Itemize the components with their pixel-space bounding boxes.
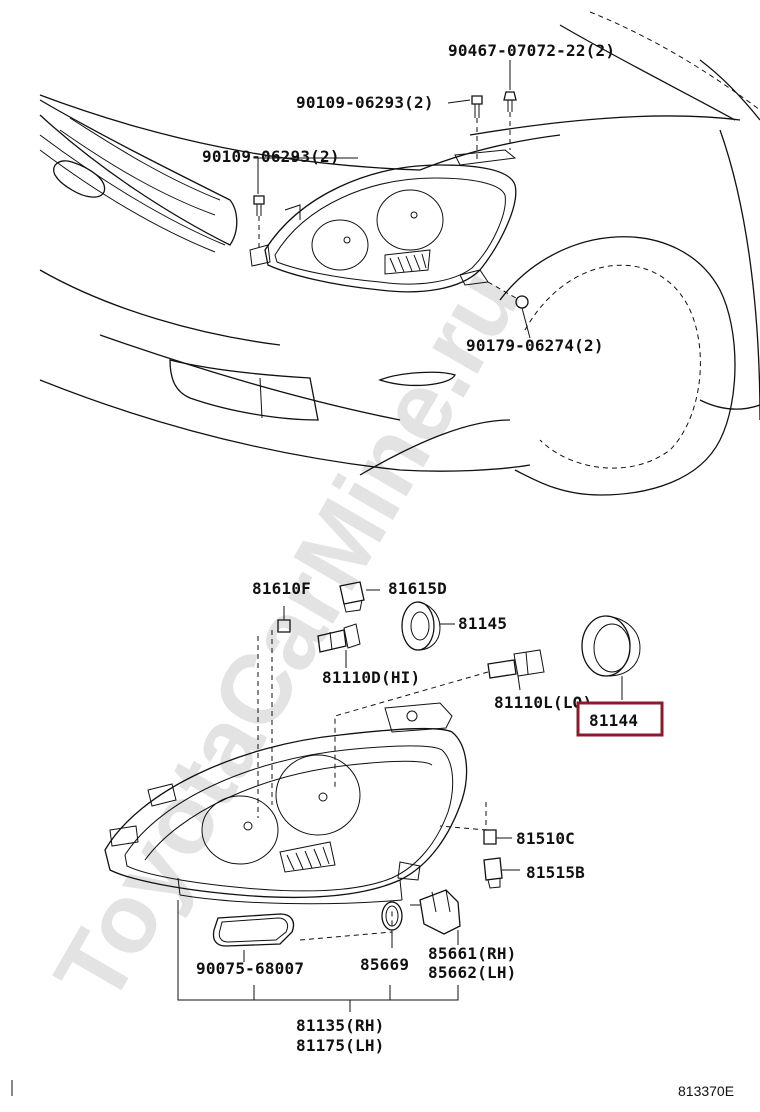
label-90179-06274: 90179-06274(2) [466, 336, 604, 355]
label-90467-07072-22: 90467-07072-22(2) [448, 41, 615, 60]
label-85661-rh: 85661(RH) [428, 944, 517, 963]
watermark: ToyotaCarMine.ru [33, 250, 541, 1020]
highlight-box-81144 [576, 701, 664, 737]
label-85662-lh: 85662(LH) [428, 963, 517, 982]
label-81110l-lo: 81110L(LO) [494, 693, 592, 712]
label-81510c: 81510C [516, 829, 575, 848]
label-81144[interactable]: 81144 [589, 711, 638, 730]
vehicle-front-illustration [39, 11, 760, 496]
headlamp-exploded-view [104, 581, 641, 1012]
label-81110d-hi: 81110D(HI) [322, 668, 420, 687]
label-81610f: 81610F [252, 579, 311, 598]
label-90109-06293-upper: 90109-06293(2) [296, 93, 434, 112]
label-85669: 85669 [360, 955, 409, 974]
label-81615d: 81615D [388, 579, 447, 598]
label-81175-lh: 81175(LH) [296, 1036, 385, 1055]
diagram-code: 813370E [678, 1083, 734, 1099]
label-90109-06293-lower: 90109-06293(2) [202, 147, 340, 166]
label-81135-rh: 81135(RH) [296, 1016, 385, 1035]
label-81145: 81145 [458, 614, 507, 633]
label-90075-68007: 90075-68007 [196, 959, 304, 978]
label-81515b: 81515B [526, 863, 585, 882]
